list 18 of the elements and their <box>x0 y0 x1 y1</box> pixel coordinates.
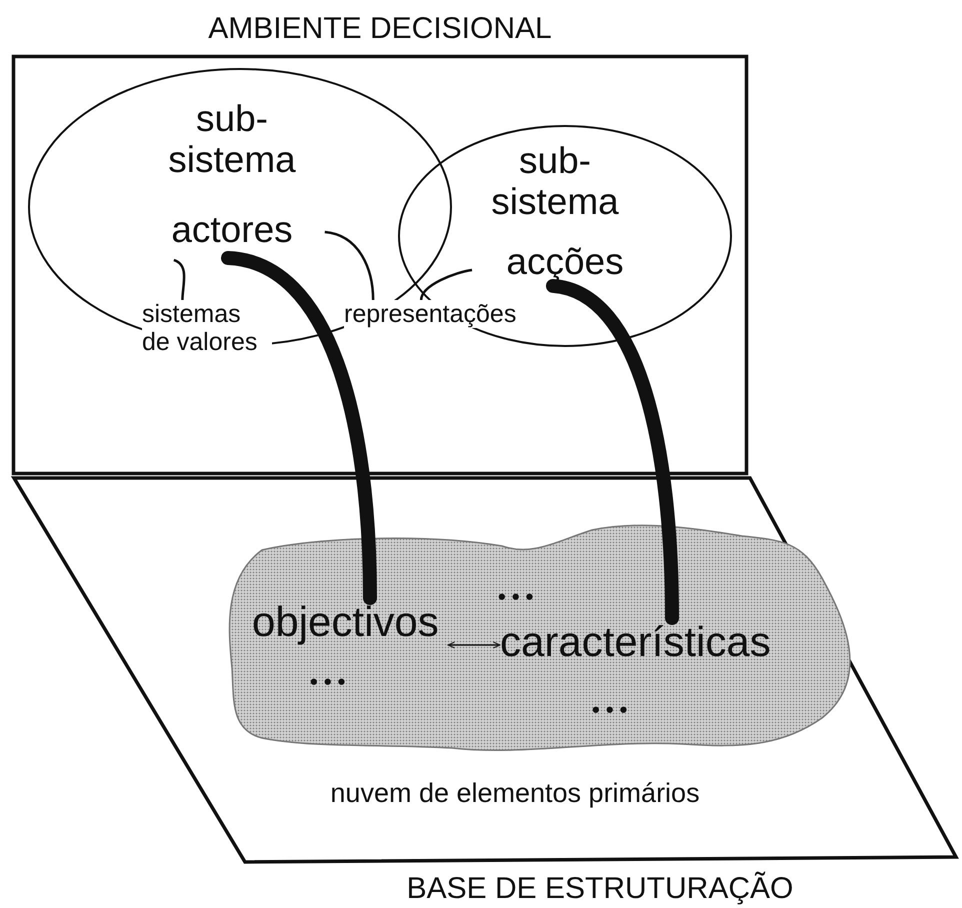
ellipse-heading: sub- sistema <box>167 98 297 181</box>
ellipsis-marks: • • • <box>592 698 628 723</box>
element-label: características <box>500 618 772 666</box>
ellipsis-marks: • • • <box>310 670 346 695</box>
cloud-caption: nuvem de elementos primários <box>329 778 701 808</box>
ellipse-heading: sub- sistema <box>490 140 620 223</box>
connector-arc <box>221 251 377 605</box>
connector-arc <box>546 278 680 625</box>
leader-line <box>420 268 472 300</box>
element-label: objectivos <box>252 598 440 646</box>
double-arrow <box>447 641 501 649</box>
leader-line <box>173 258 186 300</box>
leader-line <box>324 230 374 300</box>
panel-heading: AMBIENTE DECISIONAL <box>207 12 553 46</box>
ellipse-label: actores <box>170 209 294 250</box>
ellipse-label: acções <box>505 241 625 282</box>
plane-heading: BASE DE ESTRUTURAÇÃO <box>406 872 794 906</box>
ellipsis-marks: • • • <box>498 585 534 610</box>
